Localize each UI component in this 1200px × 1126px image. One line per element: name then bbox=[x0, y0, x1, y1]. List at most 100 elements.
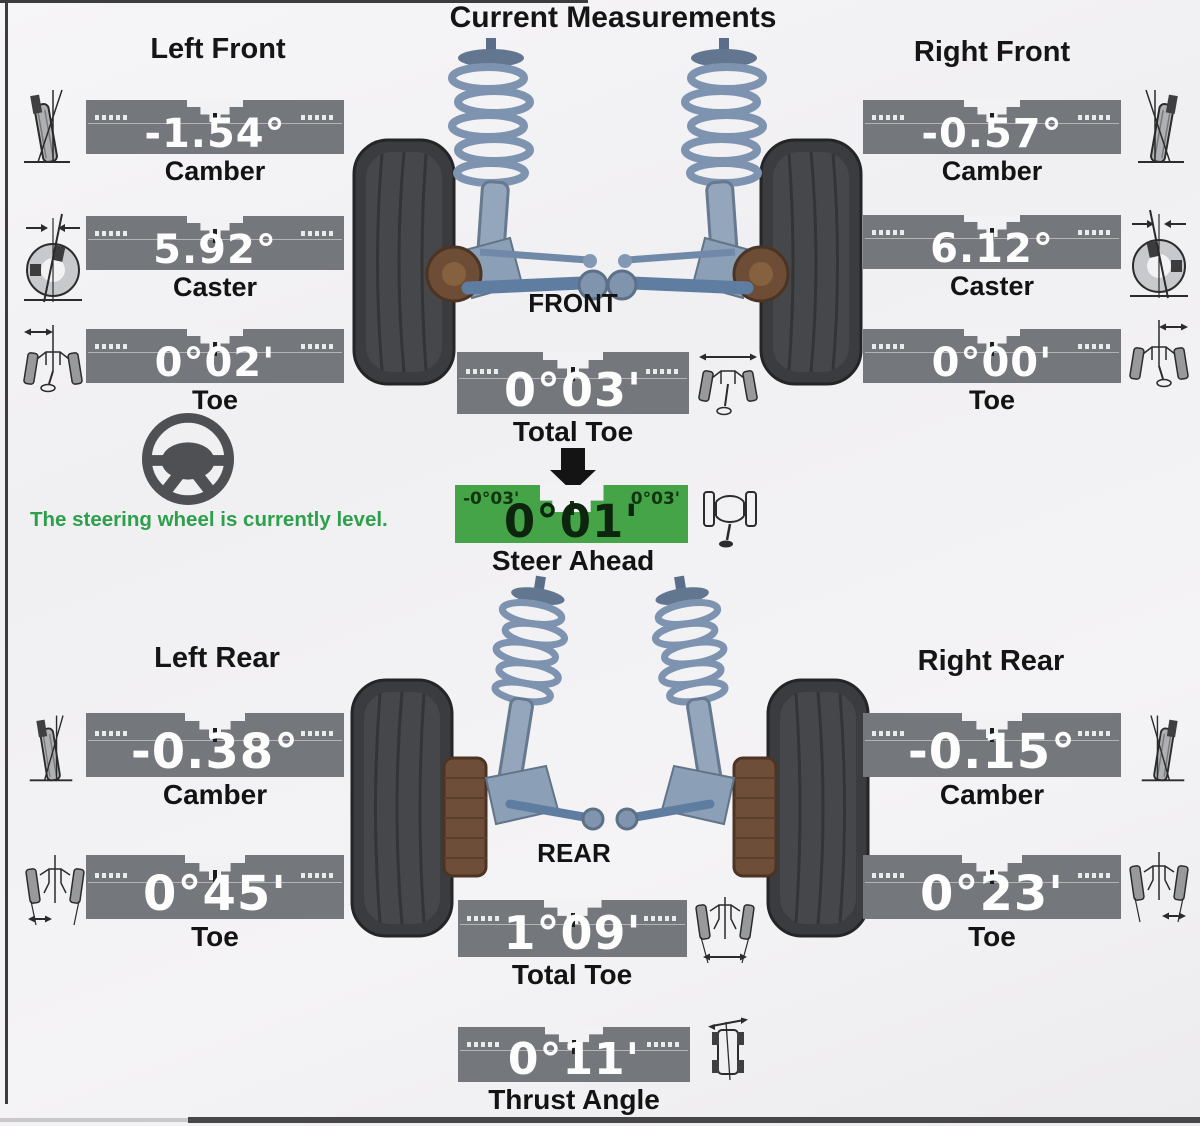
gauge-scale-dots bbox=[872, 230, 906, 236]
toe-top-icon bbox=[22, 323, 84, 400]
right-front-heading: Right Front bbox=[913, 36, 1071, 68]
caster-icon bbox=[22, 212, 84, 309]
gauge-pointer bbox=[990, 728, 994, 742]
gauge-scale-dots bbox=[1078, 730, 1112, 736]
front-total-toe-gauge: 0°03' bbox=[457, 352, 689, 417]
scan-edge-bottom bbox=[188, 1117, 1200, 1123]
lf-toe-gauge: 0°02' bbox=[86, 329, 344, 386]
steer-ahead-label: Steer Ahead bbox=[491, 545, 655, 576]
scan-edge-bottom-light bbox=[0, 1118, 188, 1122]
gauge-pointer bbox=[213, 728, 217, 742]
gauge-scale-dots bbox=[466, 369, 500, 375]
steer-ahead-min: -0°03' bbox=[463, 489, 520, 509]
rr-toe-gauge: 0°23' bbox=[863, 855, 1121, 922]
gauge-pointer bbox=[990, 870, 994, 884]
caster-icon bbox=[1128, 208, 1190, 305]
lr-camber-gauge: -0.38° bbox=[86, 713, 344, 780]
rr-toe-label: Toe bbox=[968, 921, 1016, 952]
steering-wheel-message: The steering wheel is currently level. bbox=[30, 508, 388, 531]
rf-toe-gauge: 0°00' bbox=[863, 329, 1121, 386]
gauge-scale-dots bbox=[95, 730, 129, 736]
scan-edge-left bbox=[5, 0, 8, 1104]
camber-icon bbox=[1140, 710, 1186, 789]
gauge-scale-dots bbox=[872, 344, 906, 350]
gauge-scale-dots bbox=[95, 344, 129, 350]
gauge-pointer bbox=[572, 1040, 576, 1054]
steer-ahead-max: 0°03' bbox=[630, 489, 680, 509]
gauge-scale-dots bbox=[1078, 872, 1112, 878]
toe-top-icon bbox=[1128, 850, 1190, 931]
steer-ahead-gauge: -0°03' 0°03' 0°01' bbox=[455, 485, 688, 548]
lf-caster-label: Caster bbox=[172, 272, 258, 302]
lr-toe-gauge: 0°45' bbox=[86, 855, 344, 922]
page-title: Current Measurements bbox=[449, 1, 777, 34]
gauge-scale-dots bbox=[872, 115, 906, 121]
front-total-toe-value: 0°03' bbox=[503, 363, 643, 417]
toe-top-icon bbox=[1128, 318, 1190, 395]
lf-caster-gauge: 5.92° bbox=[86, 216, 344, 273]
gauge-scale-dots bbox=[1078, 115, 1112, 121]
gauge-pointer bbox=[990, 228, 994, 242]
gauge-pointer bbox=[213, 870, 217, 884]
rf-camber-label: Camber bbox=[941, 156, 1043, 186]
steering-wheel-icon bbox=[141, 412, 235, 511]
gauge-scale-dots bbox=[872, 730, 906, 736]
rf-toe-label: Toe bbox=[969, 385, 1015, 415]
left-rear-heading: Left Rear bbox=[154, 642, 280, 674]
total-toe-icon bbox=[697, 350, 759, 425]
rr-toe-value: 0°23' bbox=[920, 866, 1064, 922]
gauge-scale-dots bbox=[1078, 344, 1112, 350]
gauge-pointer bbox=[990, 342, 994, 356]
lr-camber-label: Camber bbox=[162, 779, 268, 810]
rear-total-toe-value: 1°09' bbox=[503, 906, 642, 960]
gauge-pointer bbox=[571, 367, 575, 381]
rf-camber-value: -0.57° bbox=[921, 111, 1063, 157]
lr-toe-value: 0°45' bbox=[143, 866, 287, 922]
gauge-pointer bbox=[213, 229, 217, 243]
rr-camber-value: -0.15° bbox=[907, 724, 1077, 780]
gauge-pointer bbox=[570, 913, 575, 927]
front-suspension-illustration bbox=[340, 36, 875, 407]
gauge-pointer bbox=[213, 113, 217, 127]
steer-ahead-value: 0°01' bbox=[503, 495, 640, 548]
gauge-scale-dots bbox=[95, 231, 129, 237]
lf-camber-gauge: -1.54° bbox=[86, 100, 344, 157]
left-front-heading: Left Front bbox=[150, 33, 286, 65]
rear-total-toe-gauge: 1°09' bbox=[458, 900, 687, 960]
gauge-pointer bbox=[213, 342, 217, 356]
front-total-toe-label: Total Toe bbox=[512, 416, 634, 447]
scan-edge-top bbox=[0, 0, 588, 3]
rear-suspension-illustration bbox=[340, 572, 880, 953]
lf-toe-label: Toe bbox=[192, 385, 238, 415]
rear-axle-label: REAR bbox=[537, 838, 611, 868]
gauge-scale-dots bbox=[467, 1042, 501, 1048]
toe-top-icon bbox=[24, 853, 86, 934]
gauge-scale-dots bbox=[644, 915, 678, 921]
rr-camber-label: Camber bbox=[939, 779, 1045, 810]
camber-icon bbox=[24, 86, 70, 171]
thrust-angle-label: Thrust Angle bbox=[488, 1084, 660, 1115]
rf-caster-gauge: 6.12° bbox=[863, 215, 1121, 272]
steer-ahead-vehicle-icon bbox=[700, 480, 760, 557]
right-rear-heading: Right Rear bbox=[917, 645, 1065, 677]
lf-camber-label: Camber bbox=[164, 156, 266, 186]
total-toe-icon bbox=[695, 895, 755, 972]
rf-caster-label: Caster bbox=[949, 271, 1035, 301]
rf-camber-gauge: -0.57° bbox=[863, 100, 1121, 157]
camber-icon bbox=[28, 710, 74, 789]
rf-toe-value: 0°00' bbox=[931, 340, 1053, 386]
thrust-angle-value: 0°11' bbox=[507, 1034, 641, 1085]
gauge-scale-dots bbox=[95, 115, 129, 121]
lf-caster-value: 5.92° bbox=[153, 227, 277, 273]
gauge-scale-dots bbox=[301, 344, 335, 350]
lf-toe-value: 0°02' bbox=[154, 340, 276, 386]
rr-camber-gauge: -0.15° bbox=[863, 713, 1121, 780]
rf-caster-value: 6.12° bbox=[930, 226, 1054, 272]
camber-icon bbox=[1138, 86, 1184, 171]
gauge-scale-dots bbox=[95, 872, 129, 878]
thrust-angle-gauge: 0°11' bbox=[458, 1027, 690, 1085]
gauge-scale-dots bbox=[301, 872, 335, 878]
gauge-pointer bbox=[990, 113, 994, 127]
gauge-scale-dots bbox=[467, 915, 501, 921]
